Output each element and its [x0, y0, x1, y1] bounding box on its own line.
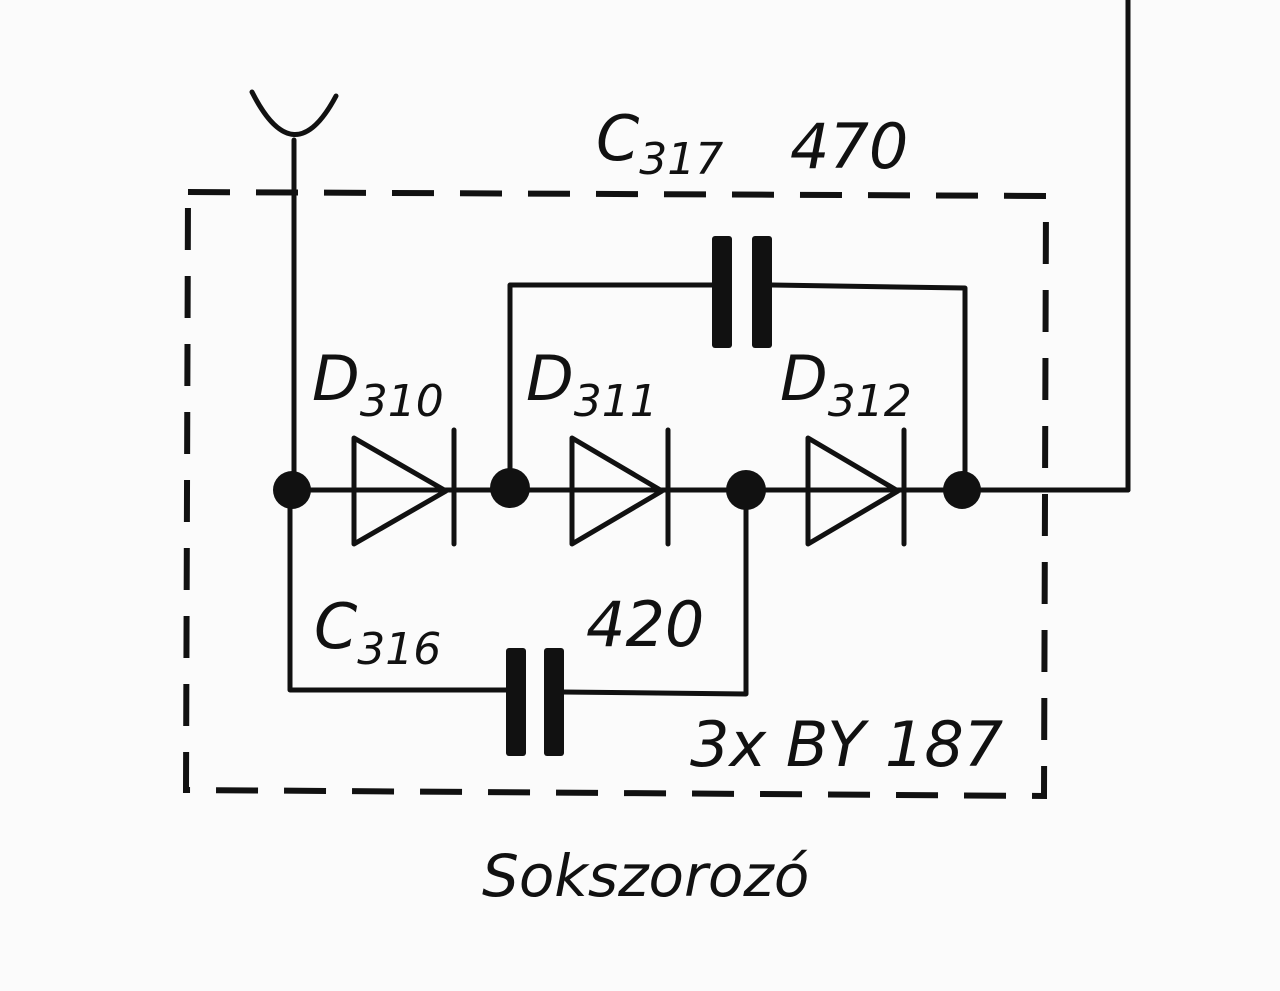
d310-label: D310	[312, 342, 444, 427]
capacitor-c317-symbol	[712, 236, 772, 348]
d311-label: D311	[526, 342, 658, 427]
capacitor-c316-symbol	[506, 648, 564, 756]
module-boundary	[182, 188, 1050, 800]
c317-loop-right	[769, 282, 968, 491]
c317-value: 470	[790, 110, 908, 183]
diode-d310-symbol	[351, 427, 457, 547]
junction-node	[726, 470, 766, 510]
diode-d311-symbol	[569, 427, 671, 547]
diagram-title: Sokszorozó	[482, 842, 809, 910]
junction-node	[490, 468, 530, 508]
d312-label: D312	[780, 342, 912, 427]
c316-label: C316	[314, 590, 441, 675]
diode-d312-symbol	[805, 427, 907, 547]
c316-loop-left	[287, 487, 515, 693]
c317-label: C317	[596, 102, 723, 185]
c316-loop-right	[559, 487, 749, 697]
junction-node	[943, 471, 981, 509]
part-note: 3x BY 187	[690, 708, 1003, 781]
junction-node	[273, 471, 311, 509]
c316-value: 420	[586, 588, 704, 661]
c317-loop-left	[507, 282, 719, 491]
antenna-connector-icon	[249, 89, 339, 137]
